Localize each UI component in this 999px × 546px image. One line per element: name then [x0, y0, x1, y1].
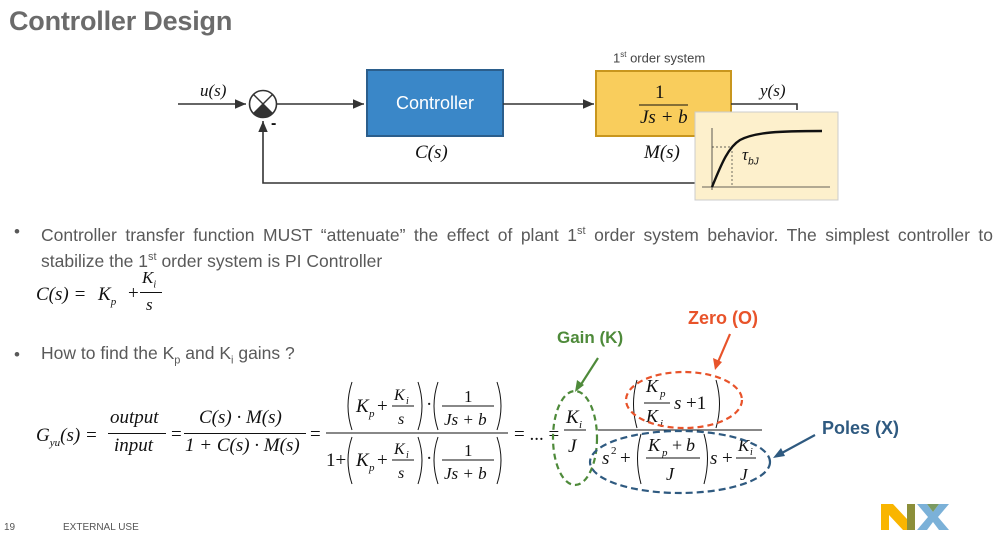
svg-text:+1: +1: [686, 393, 706, 414]
svg-text:Js + b: Js + b: [444, 410, 487, 429]
svg-text:K: K: [645, 376, 659, 396]
bullet-2-text: How to find the Kp and Ki gains ?: [41, 343, 295, 367]
svg-text:1+: 1+: [326, 450, 346, 471]
gain-ellipse: [551, 389, 599, 487]
zero-annotation: Zero (O): [688, 308, 758, 328]
svg-text:1: 1: [464, 441, 473, 460]
bullet-1-text: Controller transfer function MUST “atten…: [41, 224, 993, 271]
plant-symbol: M(s): [644, 142, 680, 163]
gain-arrow: [579, 357, 599, 387]
svg-text:K: K: [647, 435, 661, 455]
slide-title: Controller Design: [9, 6, 233, 36]
poles-annotation: Poles (X): [822, 418, 900, 438]
block-diagram: [178, 69, 839, 201]
poles-arrow: [779, 434, 816, 455]
nxp-logo-icon: [881, 504, 949, 530]
closed-loop-transfer-equation: Gyu(s) = output input = C(s) · M(s) 1 + …: [36, 380, 776, 490]
zero-ellipse: [624, 370, 744, 430]
plant-numerator: 1: [655, 82, 665, 103]
svg-text:K: K: [737, 436, 751, 455]
controller-label: Controller: [395, 93, 475, 113]
svg-text:+: +: [672, 435, 682, 455]
svg-text:+: +: [377, 396, 388, 417]
controller-block: [366, 69, 504, 137]
svg-text:K: K: [355, 396, 370, 417]
svg-text:p: p: [659, 388, 666, 400]
svg-text:J: J: [568, 436, 578, 457]
svg-text:Js + b: Js + b: [444, 464, 487, 483]
svg-text:+: +: [620, 448, 631, 469]
svg-text:p: p: [661, 447, 668, 459]
minus-sign: -: [271, 115, 277, 132]
page-number: 19: [4, 522, 16, 533]
poles-ellipse: [588, 429, 772, 495]
plant-caption: 1st order system: [613, 50, 706, 66]
classification-label: EXTERNAL USE: [63, 522, 139, 533]
time-constant-label: τbJ: [742, 145, 759, 168]
feedback-arrow: [258, 120, 710, 184]
svg-text:K: K: [393, 387, 406, 404]
gain-annotation: Gain (K): [557, 328, 624, 347]
svg-text:s: s: [398, 465, 404, 482]
svg-text:i: i: [406, 450, 409, 461]
pi-controller-equation: C(s) = Kp + Ki s: [36, 268, 176, 318]
step-response-inset: [694, 111, 839, 201]
svg-text:p: p: [368, 408, 375, 420]
bullet-icon: •: [14, 345, 20, 364]
svg-text:·: ·: [426, 394, 432, 415]
input-label: u(s): [200, 81, 227, 100]
svg-text:J: J: [666, 464, 675, 484]
svg-text:+: +: [722, 448, 733, 469]
svg-text:s: s: [602, 448, 609, 469]
svg-text:K: K: [565, 407, 580, 428]
svg-text:i: i: [406, 396, 409, 407]
svg-text:2: 2: [611, 445, 617, 457]
svg-text:s: s: [674, 393, 681, 414]
svg-text:p: p: [368, 462, 375, 474]
svg-text:J: J: [740, 465, 749, 484]
bullet-icon: •: [14, 222, 20, 241]
svg-text:s: s: [710, 448, 717, 469]
svg-text:·: ·: [426, 448, 432, 469]
plant-denominator: Js + b: [640, 107, 688, 128]
svg-text:b: b: [686, 435, 695, 455]
svg-text:i: i: [750, 447, 753, 458]
svg-text:s: s: [398, 411, 404, 428]
summing-junction-icon: [248, 89, 278, 119]
step-response-curve: [710, 129, 823, 188]
svg-text:K: K: [355, 450, 370, 471]
svg-text:1: 1: [464, 387, 473, 406]
output-line: [731, 103, 798, 110]
svg-text:K: K: [393, 441, 406, 458]
controller-symbol: C(s): [415, 142, 448, 163]
svg-text:+: +: [377, 450, 388, 471]
svg-text:i: i: [579, 419, 582, 431]
zero-arrow: [716, 333, 732, 363]
svg-text:i: i: [660, 418, 663, 430]
output-label: y(s): [760, 81, 786, 100]
